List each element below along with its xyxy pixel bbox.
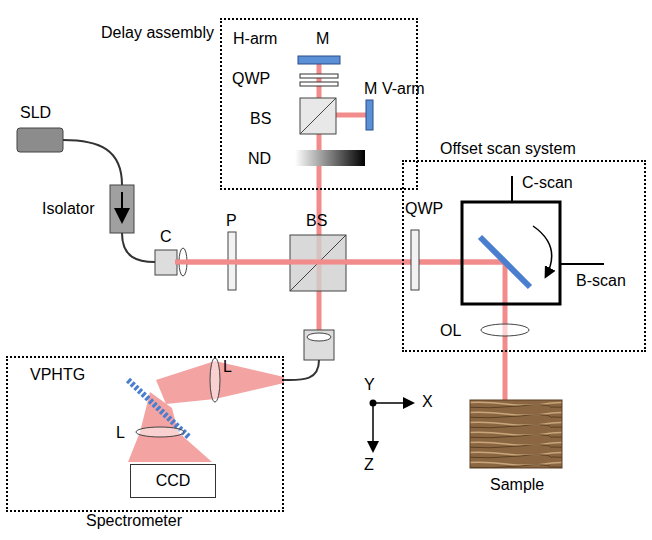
box-label: CCD — [156, 472, 191, 490]
mirror — [298, 56, 340, 64]
part-label: M — [364, 80, 377, 98]
part-label: Sample — [490, 476, 544, 494]
part-label: V-arm — [382, 80, 425, 98]
part-label: VPHTG — [30, 366, 85, 384]
mirror — [366, 100, 373, 130]
ccd-box: CCD — [130, 464, 216, 498]
sld-source — [17, 128, 63, 152]
part-label: QWP — [405, 200, 443, 218]
light-beam — [175, 260, 505, 265]
objective-lens — [481, 324, 529, 336]
beam-splitter — [300, 98, 336, 134]
region-heading: Spectrometer — [86, 512, 182, 530]
part-label: Z — [364, 456, 374, 474]
fiber — [122, 233, 155, 262]
scan-axis — [511, 176, 513, 202]
lens — [136, 427, 184, 437]
scan-mirror — [480, 237, 530, 287]
part-label: C-scan — [522, 174, 573, 192]
waveplate — [300, 82, 338, 86]
isolator-arrow — [121, 192, 123, 220]
lens — [210, 358, 220, 402]
part-label: BS — [250, 110, 271, 128]
waveplate — [300, 74, 338, 78]
beam-splitter — [300, 98, 336, 134]
region-heading: Offset scan system — [440, 140, 576, 158]
fiber — [284, 360, 319, 380]
fiber-coupler — [304, 330, 334, 360]
part-label: SLD — [20, 104, 51, 122]
nd-filter — [295, 150, 365, 166]
scanner-housing — [462, 202, 560, 304]
axis-arrow — [373, 402, 412, 404]
light-beam — [175, 62, 505, 400]
part-label: OL — [440, 322, 461, 340]
part-label: ND — [248, 150, 271, 168]
part-label: B-scan — [576, 272, 626, 290]
part-label: C — [160, 228, 172, 246]
part-label: QWP — [232, 70, 270, 88]
collimator — [155, 250, 177, 275]
part-label: Y — [364, 376, 375, 394]
part-label: H-arm — [233, 30, 277, 48]
lens — [307, 333, 331, 341]
region-heading: Delay assembly — [101, 24, 214, 42]
part-label: L — [116, 424, 125, 442]
fiber — [63, 140, 122, 185]
part-label: L — [223, 358, 232, 376]
axis-arrow — [372, 403, 374, 450]
sample — [470, 400, 562, 468]
spectrometer-beam — [128, 392, 212, 462]
part-label: X — [422, 393, 433, 411]
part-label: BS — [306, 212, 327, 230]
waveplate — [411, 230, 419, 290]
part-label: P — [226, 212, 237, 230]
part-label: M — [316, 30, 329, 48]
scan-axis — [560, 263, 604, 265]
rotation-arrow — [533, 226, 552, 276]
grating — [128, 380, 190, 438]
isolator — [110, 185, 134, 233]
part-label: Isolator — [42, 200, 94, 218]
